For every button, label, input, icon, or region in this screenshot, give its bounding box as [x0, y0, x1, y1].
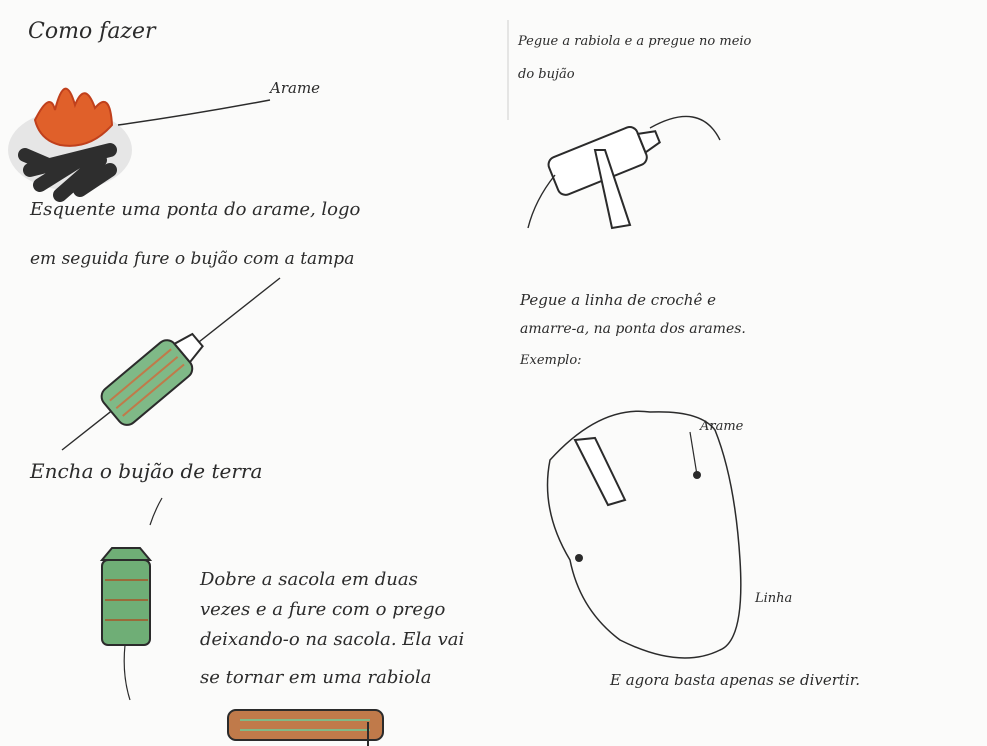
step3-line3: deixando-o na sacola. Ela vai: [200, 630, 464, 650]
wire-label: Arame: [270, 80, 320, 97]
step1-line1: Esquente uma ponta do arame, logo: [30, 200, 360, 220]
bottle-drawing: [62, 278, 280, 450]
folded-bag-drawing: [228, 710, 383, 746]
filled-bottle-drawing: [102, 498, 162, 700]
step5-line3: Exemplo:: [520, 354, 582, 368]
example-wire-label: Arame: [700, 420, 743, 434]
step4-line1: Pegue a rabiola e a pregue no meio: [518, 35, 751, 49]
example-line-label: Linha: [755, 592, 792, 606]
step4-line2: do bujão: [518, 68, 575, 82]
step5-line1: Pegue a linha de crochê e: [520, 292, 716, 309]
bottle-with-tail-drawing: [528, 116, 720, 228]
closing-text: E agora basta apenas se divertir.: [610, 672, 860, 689]
step1-line2: em seguida fure o bujão com a tampa: [30, 250, 354, 269]
example-kite-drawing: [548, 411, 741, 658]
step3-line4: se tornar em uma rabiola: [200, 668, 431, 688]
step3-line1: Dobre a sacola em duas: [200, 570, 418, 590]
step2-text: Encha o bujão de terra: [30, 460, 262, 482]
step5-line2: amarre-a, na ponta dos arames.: [520, 322, 746, 337]
fire-icon: [8, 89, 132, 195]
wire-line: [118, 100, 270, 125]
page-title: Como fazer: [28, 20, 156, 44]
step3-line2: vezes e a fure com o prego: [200, 600, 445, 620]
